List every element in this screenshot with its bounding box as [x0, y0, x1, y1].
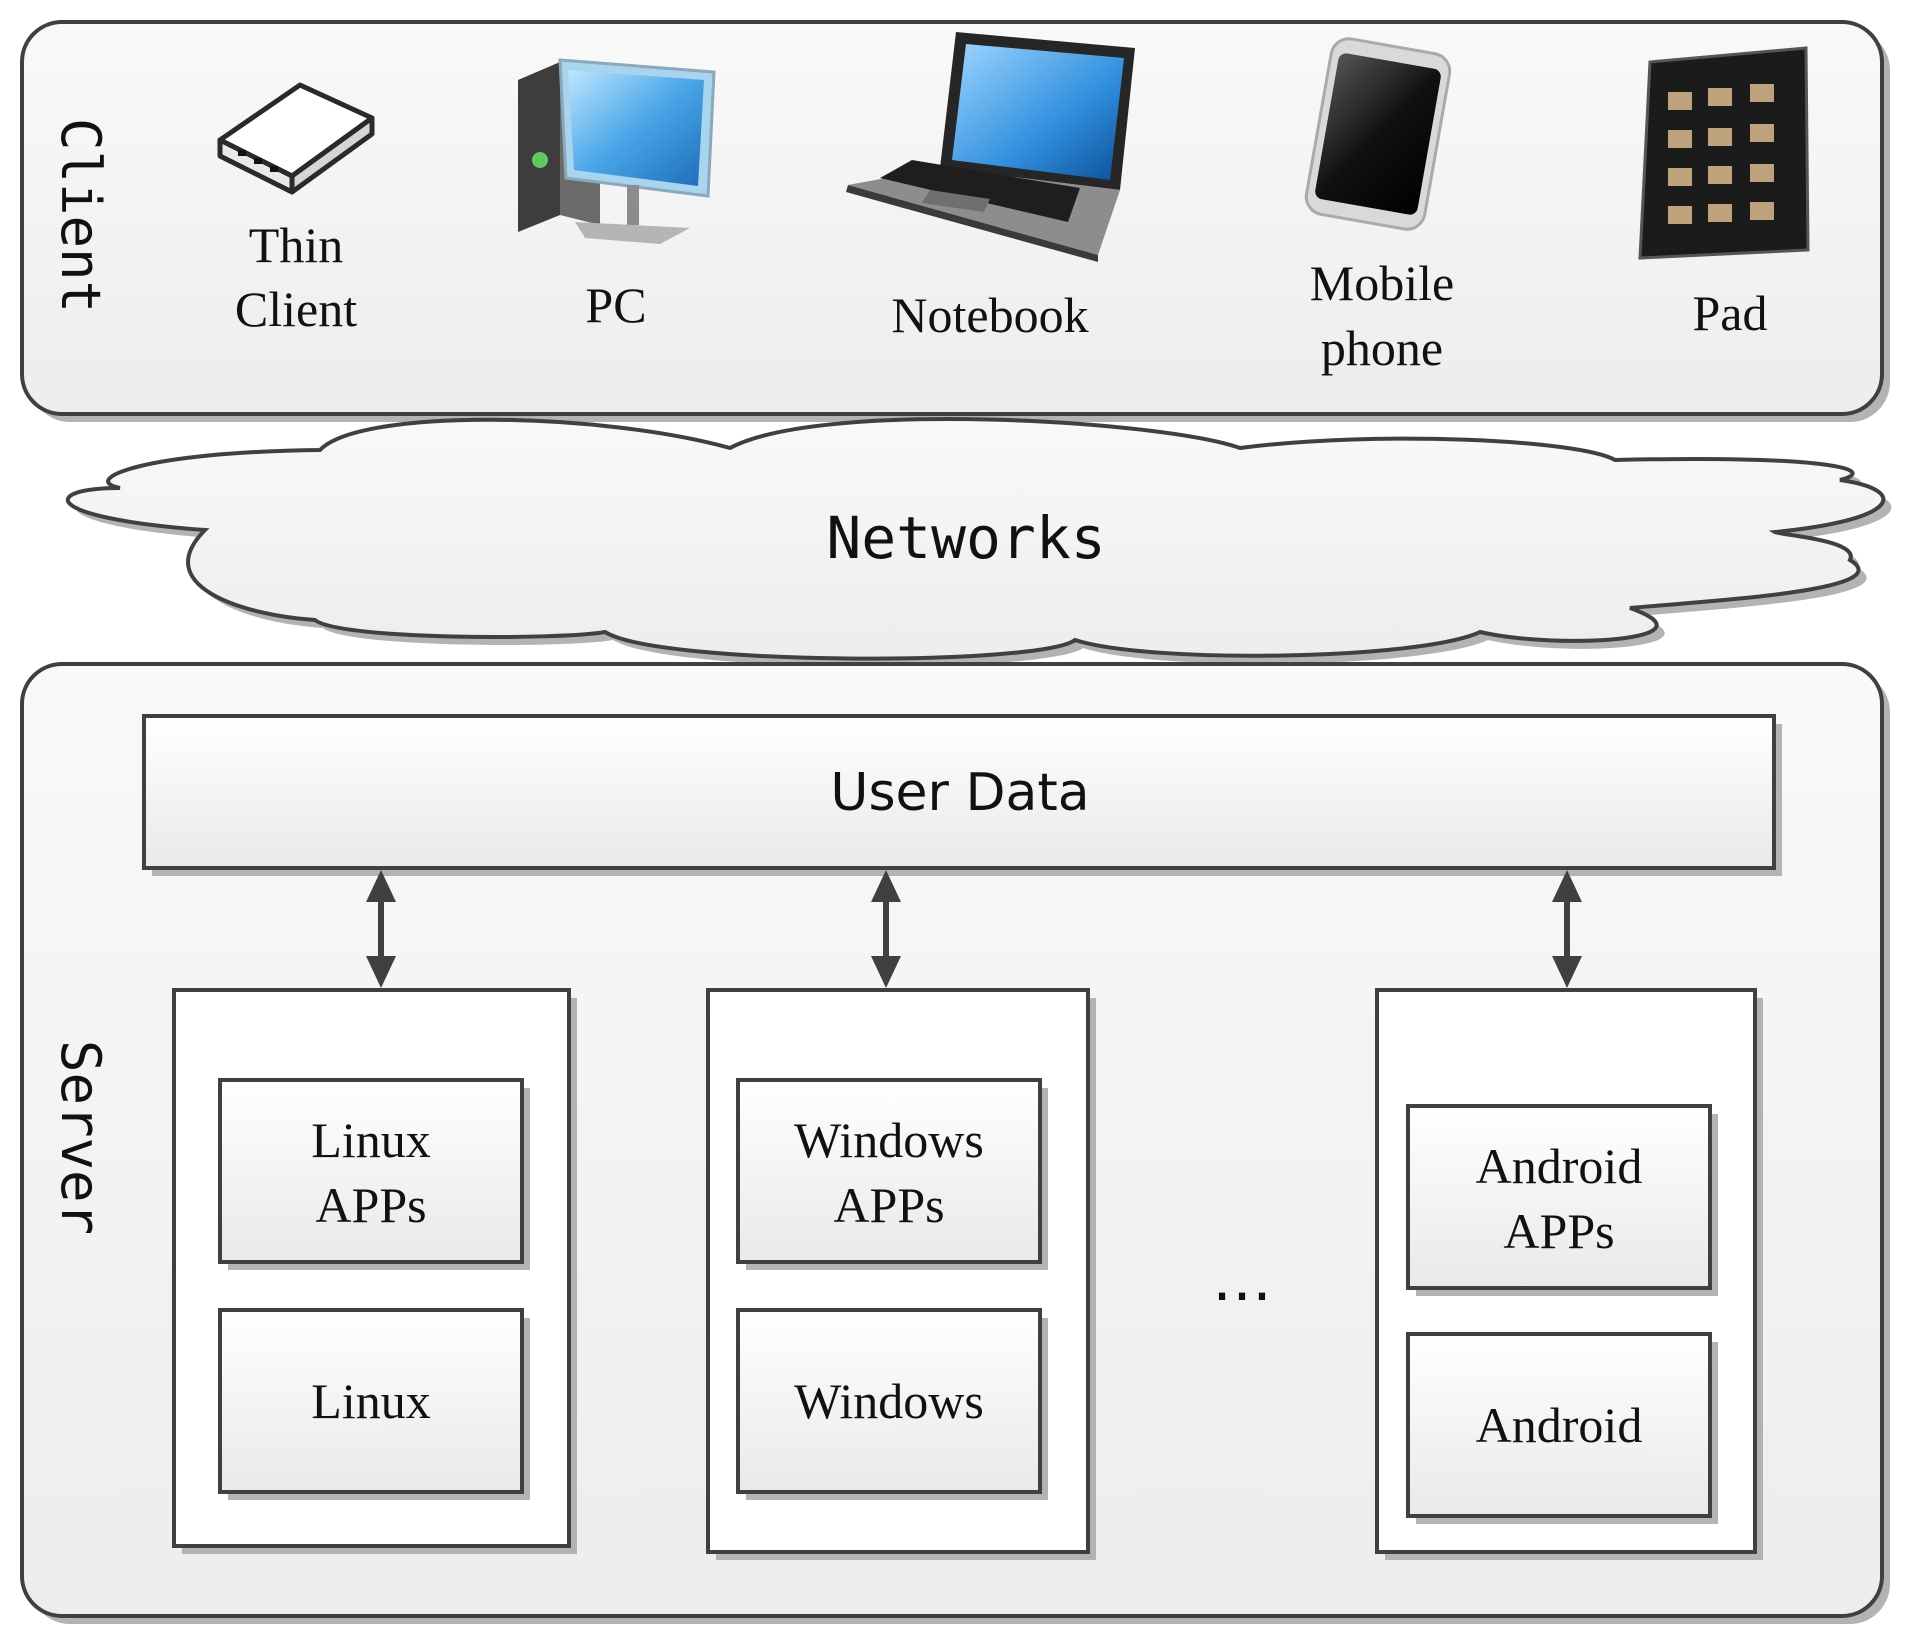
- data-link-arrow-windows: [871, 870, 901, 988]
- linux-os-label: Linux: [311, 1373, 430, 1429]
- device-label-pad: Pad: [1693, 285, 1768, 341]
- windows-apps-box: [736, 1078, 1042, 1264]
- user-data-label: User Data: [830, 763, 1089, 823]
- android-os-label: Android: [1476, 1397, 1643, 1453]
- android-column: Android APPs Android: [1375, 988, 1763, 1560]
- network-label: Networks: [826, 504, 1105, 572]
- pc-icon: [518, 58, 716, 244]
- android-apps-label-line2: APPs: [1503, 1203, 1614, 1259]
- more-columns-ellipsis: …: [1212, 1245, 1272, 1315]
- pad-icon: [1638, 46, 1810, 260]
- windows-apps-label-line1: Windows: [794, 1112, 984, 1168]
- windows-os-label: Windows: [794, 1373, 984, 1429]
- windows-os-box: [736, 1308, 1042, 1494]
- windows-column: Windows APPs Windows: [706, 988, 1096, 1560]
- user-data-box: User Data: [142, 714, 1782, 876]
- linux-apps-box: [218, 1078, 524, 1264]
- server-label: Server: [49, 1040, 112, 1235]
- mobile-phone-icon: [1304, 37, 1452, 231]
- android-os-box: [1406, 1332, 1712, 1518]
- android-apps-label-line1: Android: [1476, 1138, 1643, 1194]
- network-cloud: Networks: [65, 417, 1892, 667]
- device-label-thin-client-line2: Client: [235, 281, 357, 337]
- notebook-icon: [846, 32, 1135, 262]
- device-label-thin-client: Thin: [249, 217, 343, 273]
- device-label-pc: PC: [585, 277, 646, 333]
- device-label-mobile-phone-line2: phone: [1321, 320, 1443, 376]
- linux-column: Linux APPs Linux: [172, 988, 577, 1554]
- thin-client-icon: [217, 82, 375, 195]
- data-link-arrow-android: [1552, 870, 1582, 988]
- data-link-arrow-linux: [366, 870, 396, 988]
- android-apps-box: [1406, 1104, 1712, 1290]
- client-label: Client: [49, 118, 112, 313]
- linux-apps-label-line2: APPs: [315, 1177, 426, 1233]
- device-label-mobile-phone: Mobile: [1310, 255, 1454, 311]
- device-label-notebook: Notebook: [891, 287, 1088, 343]
- linux-apps-label-line1: Linux: [311, 1112, 430, 1168]
- windows-apps-label-line2: APPs: [833, 1177, 944, 1233]
- linux-os-box: [218, 1308, 524, 1494]
